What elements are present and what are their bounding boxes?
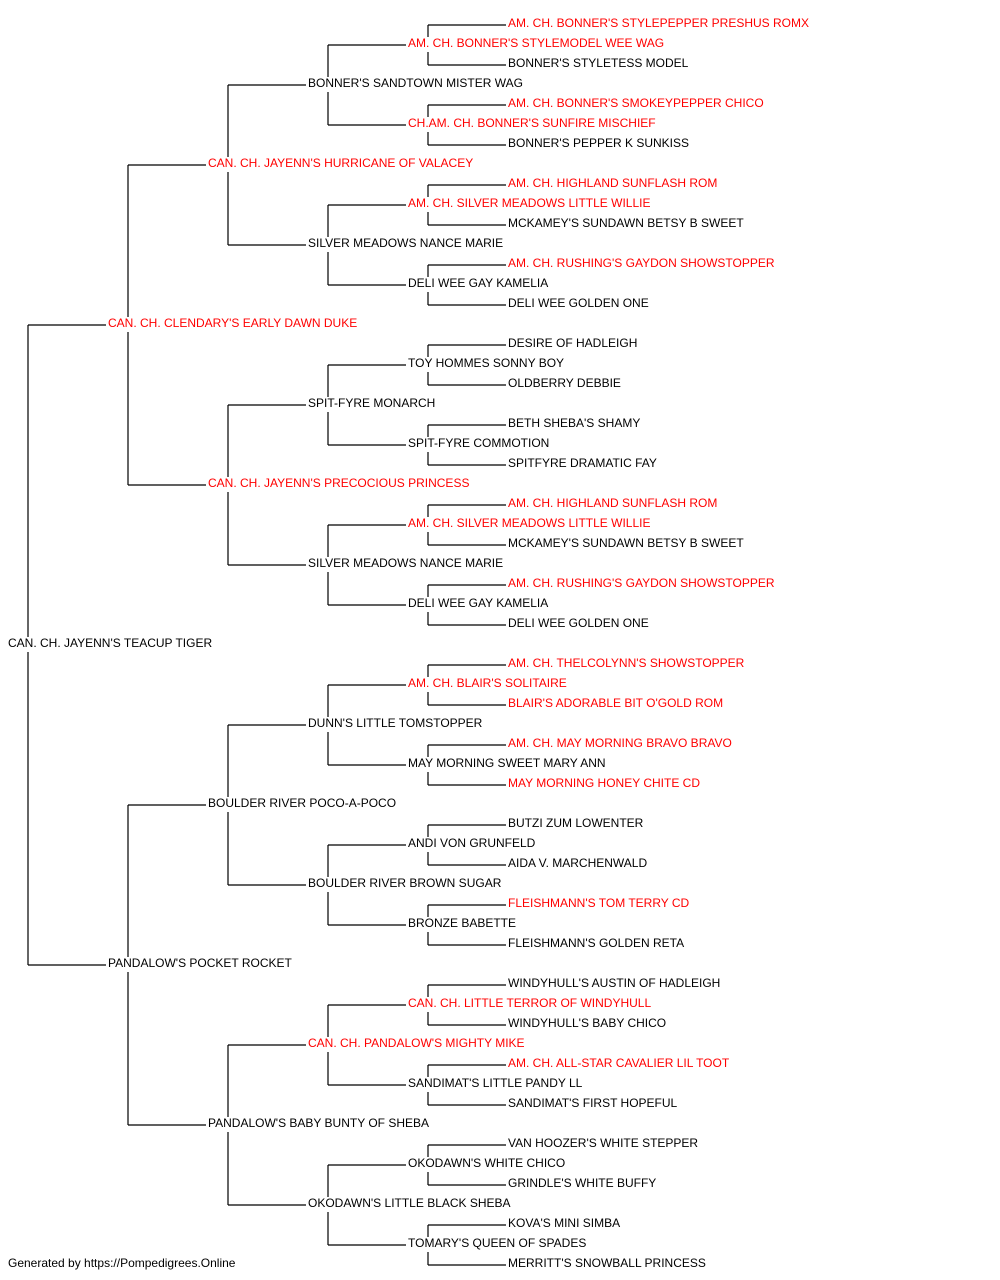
dog-name-label: KOVA'S MINI SIMBA xyxy=(508,1216,620,1230)
dog-name-label: SILVER MEADOWS NANCE MARIE xyxy=(308,556,503,570)
dog-name-label: BONNER'S SANDTOWN MISTER WAG xyxy=(308,76,523,90)
dog-name-label: OKODAWN'S WHITE CHICO xyxy=(408,1156,565,1170)
dog-name-label: DUNN'S LITTLE TOMSTOPPER xyxy=(308,716,483,730)
dog-name-label: VAN HOOZER'S WHITE STEPPER xyxy=(508,1136,698,1150)
dog-name-label: SPIT-FYRE COMMOTION xyxy=(408,436,549,450)
dog-name-label: TOMARY'S QUEEN OF SPADES xyxy=(408,1236,586,1250)
champion-name-label: AM. CH. MAY MORNING BRAVO BRAVO xyxy=(508,736,732,750)
champion-name-label: CAN. CH. JAYENN'S HURRICANE OF VALACEY xyxy=(208,156,473,170)
dog-name-label: DELI WEE GAY KAMELIA xyxy=(408,276,548,290)
champion-name-label: AM. CH. HIGHLAND SUNFLASH ROM xyxy=(508,496,717,510)
champion-name-label: AM. CH. SILVER MEADOWS LITTLE WILLIE xyxy=(408,196,651,210)
dog-name-label: BUTZI ZUM LOWENTER xyxy=(508,816,644,830)
dog-name-label: SANDIMAT'S LITTLE PANDY LL xyxy=(408,1076,583,1090)
champion-name-label: AM. CH. THELCOLYNN'S SHOWSTOPPER xyxy=(508,656,745,670)
champion-name-label: AM. CH. RUSHING'S GAYDON SHOWSTOPPER xyxy=(508,576,775,590)
dog-name-label: PANDALOW'S BABY BUNTY OF SHEBA xyxy=(208,1116,429,1130)
dog-name-label: ANDI VON GRUNFELD xyxy=(408,836,536,850)
champion-name-label: CAN. CH. LITTLE TERROR OF WINDYHULL xyxy=(408,996,651,1010)
dog-name-label: AIDA V. MARCHENWALD xyxy=(508,856,647,870)
dog-name-label: SPIT-FYRE MONARCH xyxy=(308,396,435,410)
dog-name-label: MCKAMEY'S SUNDAWN BETSY B SWEET xyxy=(508,216,744,230)
champion-name-label: CAN. CH. JAYENN'S PRECOCIOUS PRINCESS xyxy=(208,476,469,490)
dog-name-label: BONNER'S PEPPER K SUNKISS xyxy=(508,136,689,150)
champion-name-label: BLAIR'S ADORABLE BIT O'GOLD ROM xyxy=(508,696,723,710)
dog-name-label: SPITFYRE DRAMATIC FAY xyxy=(508,456,657,470)
champion-name-label: AM. CH. BONNER'S STYLEPEPPER PRESHUS ROM… xyxy=(508,16,809,30)
dog-name-label: PANDALOW'S POCKET ROCKET xyxy=(108,956,293,970)
dog-name-label: MAY MORNING SWEET MARY ANN xyxy=(408,756,606,770)
dog-name-label: DELI WEE GOLDEN ONE xyxy=(508,296,649,310)
dog-name-label: BOULDER RIVER BROWN SUGAR xyxy=(308,876,502,890)
dog-name-label: TOY HOMMES SONNY BOY xyxy=(408,356,564,370)
dog-name-label: DELI WEE GOLDEN ONE xyxy=(508,616,649,630)
dog-name-label: BETH SHEBA'S SHAMY xyxy=(508,416,640,430)
champion-name-label: AM. CH. BONNER'S SMOKEYPEPPER CHICO xyxy=(508,96,764,110)
champion-name-label: CAN. CH. PANDALOW'S MIGHTY MIKE xyxy=(308,1036,525,1050)
dog-name-label: WINDYHULL'S BABY CHICO xyxy=(508,1016,666,1030)
champion-name-label: AM. CH. HIGHLAND SUNFLASH ROM xyxy=(508,176,717,190)
dog-name-label: DELI WEE GAY KAMELIA xyxy=(408,596,548,610)
dog-name-label: MERRITT'S SNOWBALL PRINCESS xyxy=(508,1256,706,1270)
champion-name-label: CH.AM. CH. BONNER'S SUNFIRE MISCHIEF xyxy=(408,116,656,130)
champion-name-label: CAN. CH. CLENDARY'S EARLY DAWN DUKE xyxy=(108,316,357,330)
dog-name-label: FLEISHMANN'S GOLDEN RETA xyxy=(508,936,684,950)
dog-name-label: SANDIMAT'S FIRST HOPEFUL xyxy=(508,1096,678,1110)
champion-name-label: AM. CH. SILVER MEADOWS LITTLE WILLIE xyxy=(408,516,651,530)
dog-name-label: OKODAWN'S LITTLE BLACK SHEBA xyxy=(308,1196,511,1210)
dog-name-label: BRONZE BABETTE xyxy=(408,916,516,930)
connector-lines xyxy=(27,24,506,1266)
dog-name-label: GRINDLE'S WHITE BUFFY xyxy=(508,1176,656,1190)
dog-name-label: WINDYHULL'S AUSTIN OF HADLEIGH xyxy=(508,976,720,990)
dog-name-label: DESIRE OF HADLEIGH xyxy=(508,336,637,350)
champion-name-label: AM. CH. ALL-STAR CAVALIER LIL TOOT xyxy=(508,1056,730,1070)
dog-name-label: BOULDER RIVER POCO-A-POCO xyxy=(208,796,396,810)
generated-by-footer: Generated by https://Pompedigrees.Online xyxy=(8,1256,236,1270)
champion-name-label: AM. CH. RUSHING'S GAYDON SHOWSTOPPER xyxy=(508,256,775,270)
dog-name-label: SILVER MEADOWS NANCE MARIE xyxy=(308,236,503,250)
champion-name-label: FLEISHMANN'S TOM TERRY CD xyxy=(508,896,690,910)
name-labels: AM. CH. BONNER'S STYLEPEPPER PRESHUS ROM… xyxy=(8,16,809,1270)
champion-name-label: AM. CH. BONNER'S STYLEMODEL WEE WAG xyxy=(408,36,664,50)
dog-name-label: MCKAMEY'S SUNDAWN BETSY B SWEET xyxy=(508,536,744,550)
dog-name-label: BONNER'S STYLETESS MODEL xyxy=(508,56,689,70)
dog-name-label: CAN. CH. JAYENN'S TEACUP TIGER xyxy=(8,636,212,650)
champion-name-label: MAY MORNING HONEY CHITE CD xyxy=(508,776,700,790)
dog-name-label: OLDBERRY DEBBIE xyxy=(508,376,621,390)
champion-name-label: AM. CH. BLAIR'S SOLITAIRE xyxy=(408,676,567,690)
